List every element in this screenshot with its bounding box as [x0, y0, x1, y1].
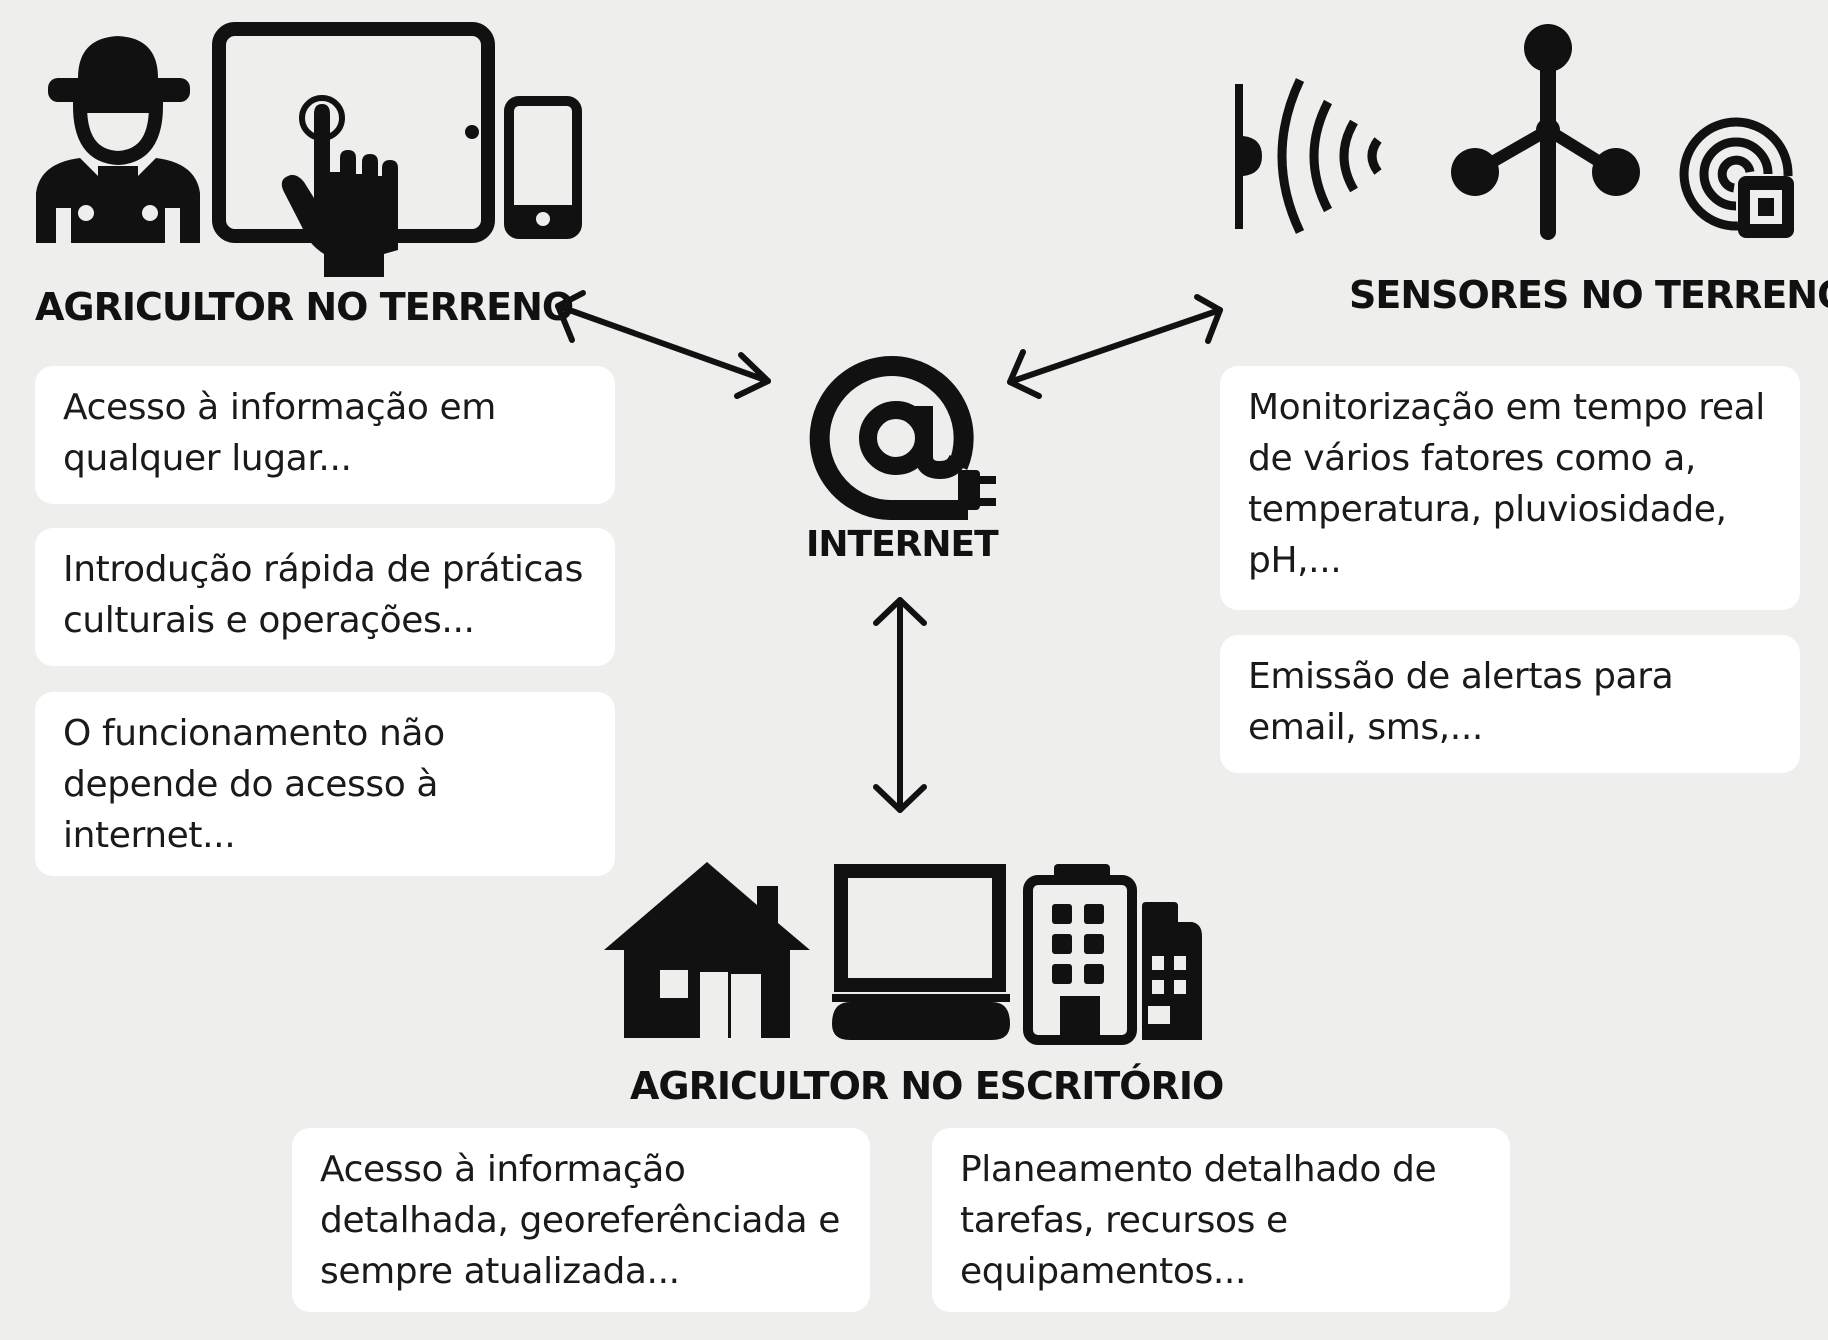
- sensors-field-card-1-text: Monitorização em tempo real de vários fa…: [1248, 387, 1765, 581]
- sensors-field-title: SENSORES NO TERRENO: [1349, 273, 1828, 317]
- farmer-field-title: AGRICULTOR NO TERRENO: [35, 285, 574, 329]
- sensors-field-card-1: Monitorização em tempo real de vários fa…: [1220, 366, 1800, 610]
- farmer-field-card-1-text: Acesso à informação em qualquer lugar...: [63, 387, 496, 479]
- wireless-signal-icon: [1235, 78, 1382, 234]
- sensor-chip-icon: [1679, 117, 1794, 238]
- farmer-office-card-1: Acesso à informação detalhada, georeferê…: [292, 1128, 870, 1312]
- house-icon: [604, 862, 810, 1038]
- farmer-field-card-3: O funcionamento não depende do acesso à …: [35, 692, 615, 876]
- farmer-field-card-2-text: Introdução rápida de práticas culturais …: [63, 549, 583, 641]
- tablet-touch-icon: [212, 22, 495, 277]
- farmer-field-card-2: Introdução rápida de práticas culturais …: [35, 528, 615, 666]
- farmer-office-card-2: Planeamento detalhado de tarefas, recurs…: [932, 1128, 1510, 1312]
- at-sign-plug-icon: [809, 356, 996, 521]
- office-buildings-icon: [1023, 864, 1202, 1045]
- internet-label: INTERNET: [806, 524, 999, 565]
- farmer-office-card-1-text: Acesso à informação detalhada, georeferê…: [320, 1149, 840, 1292]
- desktop-computer-icon: [832, 864, 1010, 1040]
- farmer-office-card-2-text: Planeamento detalhado de tarefas, recurs…: [960, 1149, 1437, 1292]
- sensors-field-card-2: Emissão de alertas para email, sms,...: [1220, 635, 1800, 773]
- farmer-field-card-1: Acesso à informação em qualquer lugar...: [35, 366, 615, 504]
- smartphone-icon: [504, 96, 582, 239]
- farmer-icon: [36, 36, 200, 243]
- sensors-field-card-2-text: Emissão de alertas para email, sms,...: [1248, 656, 1674, 748]
- anemometer-icon: [1451, 24, 1640, 240]
- farmer-office-title: AGRICULTOR NO ESCRITÓRIO: [630, 1064, 1224, 1108]
- farmer-field-card-3-text: O funcionamento não depende do acesso à …: [63, 713, 445, 856]
